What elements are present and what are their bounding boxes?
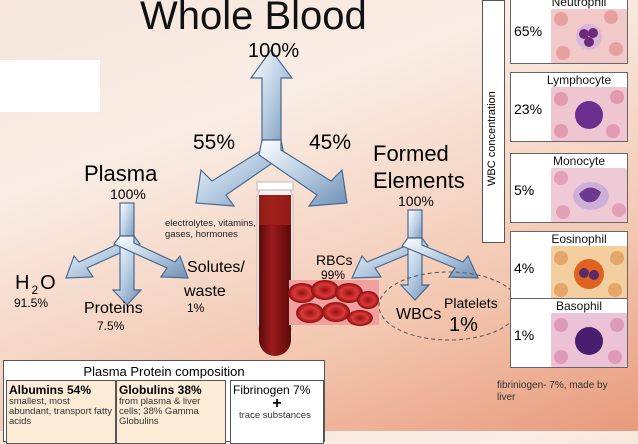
proteins-percent: 7.5% [97, 319, 125, 333]
formed-split-arrow [351, 209, 479, 301]
test-tube-icon [256, 181, 294, 356]
cell-percent: 23% [514, 101, 543, 117]
cell-name: Monocyte [552, 154, 606, 168]
water-percent: 91.5% [14, 296, 49, 310]
trace-substances: trace substances [239, 410, 311, 421]
wbcs-label: WBCs [396, 306, 442, 323]
albumins-heading: Albumins 54% [9, 383, 92, 397]
albumins-description: smallest, most abundant, transport fatty… [9, 396, 112, 427]
rbcs-label: RBCs [316, 252, 353, 268]
solutes-percent: 1% [187, 301, 205, 315]
cell-name: Lymphocyte [546, 73, 612, 87]
solutes-label-line2: waste [184, 283, 226, 300]
cell-percent: 65% [514, 23, 543, 39]
plasma-percent: 100% [110, 186, 146, 202]
fibrinogen-note: fibriniogen- 7%, made by liver [497, 380, 608, 403]
whole-blood-percent: 100% [248, 40, 300, 62]
cell-name: Neutrophil [551, 0, 607, 9]
lymphocyte-image [551, 87, 627, 141]
plasma-split-arrow [65, 202, 189, 306]
proteins-label: Proteins [84, 300, 143, 317]
plasma-protein-panel: Plasma Protein composition Albumins 54% … [3, 360, 325, 444]
water-label: H2O [15, 272, 58, 297]
cell-panel-monocyte: Monocyte 5% [510, 153, 628, 223]
formed-percent: 100% [398, 193, 434, 209]
globulins-cell: Globulins 38% from plasma & liver cells;… [116, 380, 226, 444]
plasma-protein-title: Plasma Protein composition [83, 364, 245, 379]
formed-label-line1: Formed [373, 141, 449, 166]
rbcs-percent: 99% [321, 268, 346, 282]
plasma-label: Plasma [84, 161, 158, 186]
cell-panel-eosinophil: Eosinophil 4% [510, 231, 628, 301]
solutes-note: electrolytes, vitamins, gases, hormones [165, 218, 256, 240]
neutrophil-image [551, 9, 627, 63]
fibrinogen-heading: Fibrinogen 7% [231, 381, 323, 397]
formed-share-percent: 45% [309, 131, 352, 154]
globulins-heading: Globulins 38% [119, 383, 202, 397]
cell-percent: 4% [514, 260, 535, 276]
plus-sign: + [272, 395, 282, 412]
cell-percent: 5% [514, 182, 535, 198]
fibrinogen-cell: Fibrinogen 7% + trace substances [230, 380, 324, 444]
page-title: Whole Blood [140, 0, 367, 38]
formed-label-line2: Elements [373, 168, 465, 193]
wbc-concentration-panel: WBC concentration [482, 0, 505, 243]
cell-panel-neutrophil: Neutrophil 65% [510, 0, 628, 64]
globulins-description: from plasma & liver cells; 38% Gamma Glo… [119, 396, 201, 427]
wbcs-platelets-percent: 1% [449, 314, 478, 336]
solutes-label-line1: Solutes/ [187, 259, 245, 276]
cell-panel-lymphocyte: Lymphocyte 23% [510, 72, 628, 142]
eosinophil-image [551, 246, 627, 300]
cell-percent: 1% [514, 327, 535, 343]
cell-panel-basophil: Basophil 1% [510, 298, 628, 368]
rbc-image [288, 280, 379, 326]
fibrinogen-heading-text: Fibrinogen 7% [233, 383, 311, 397]
monocyte-image [551, 168, 627, 222]
blank-patch [0, 60, 100, 112]
main-split-arrow [195, 48, 348, 207]
diagram-graphics [65, 48, 520, 356]
albumins-cell: Albumins 54% smallest, most abundant, tr… [6, 380, 116, 444]
wbc-concentration-label: WBC concentration [486, 91, 498, 186]
basophil-image [551, 313, 627, 367]
cell-name: Eosinophil [551, 232, 607, 246]
cell-name: Basophil [555, 299, 603, 313]
plasma-share-percent: 55% [193, 131, 236, 154]
platelets-label: Platelets [444, 295, 498, 311]
